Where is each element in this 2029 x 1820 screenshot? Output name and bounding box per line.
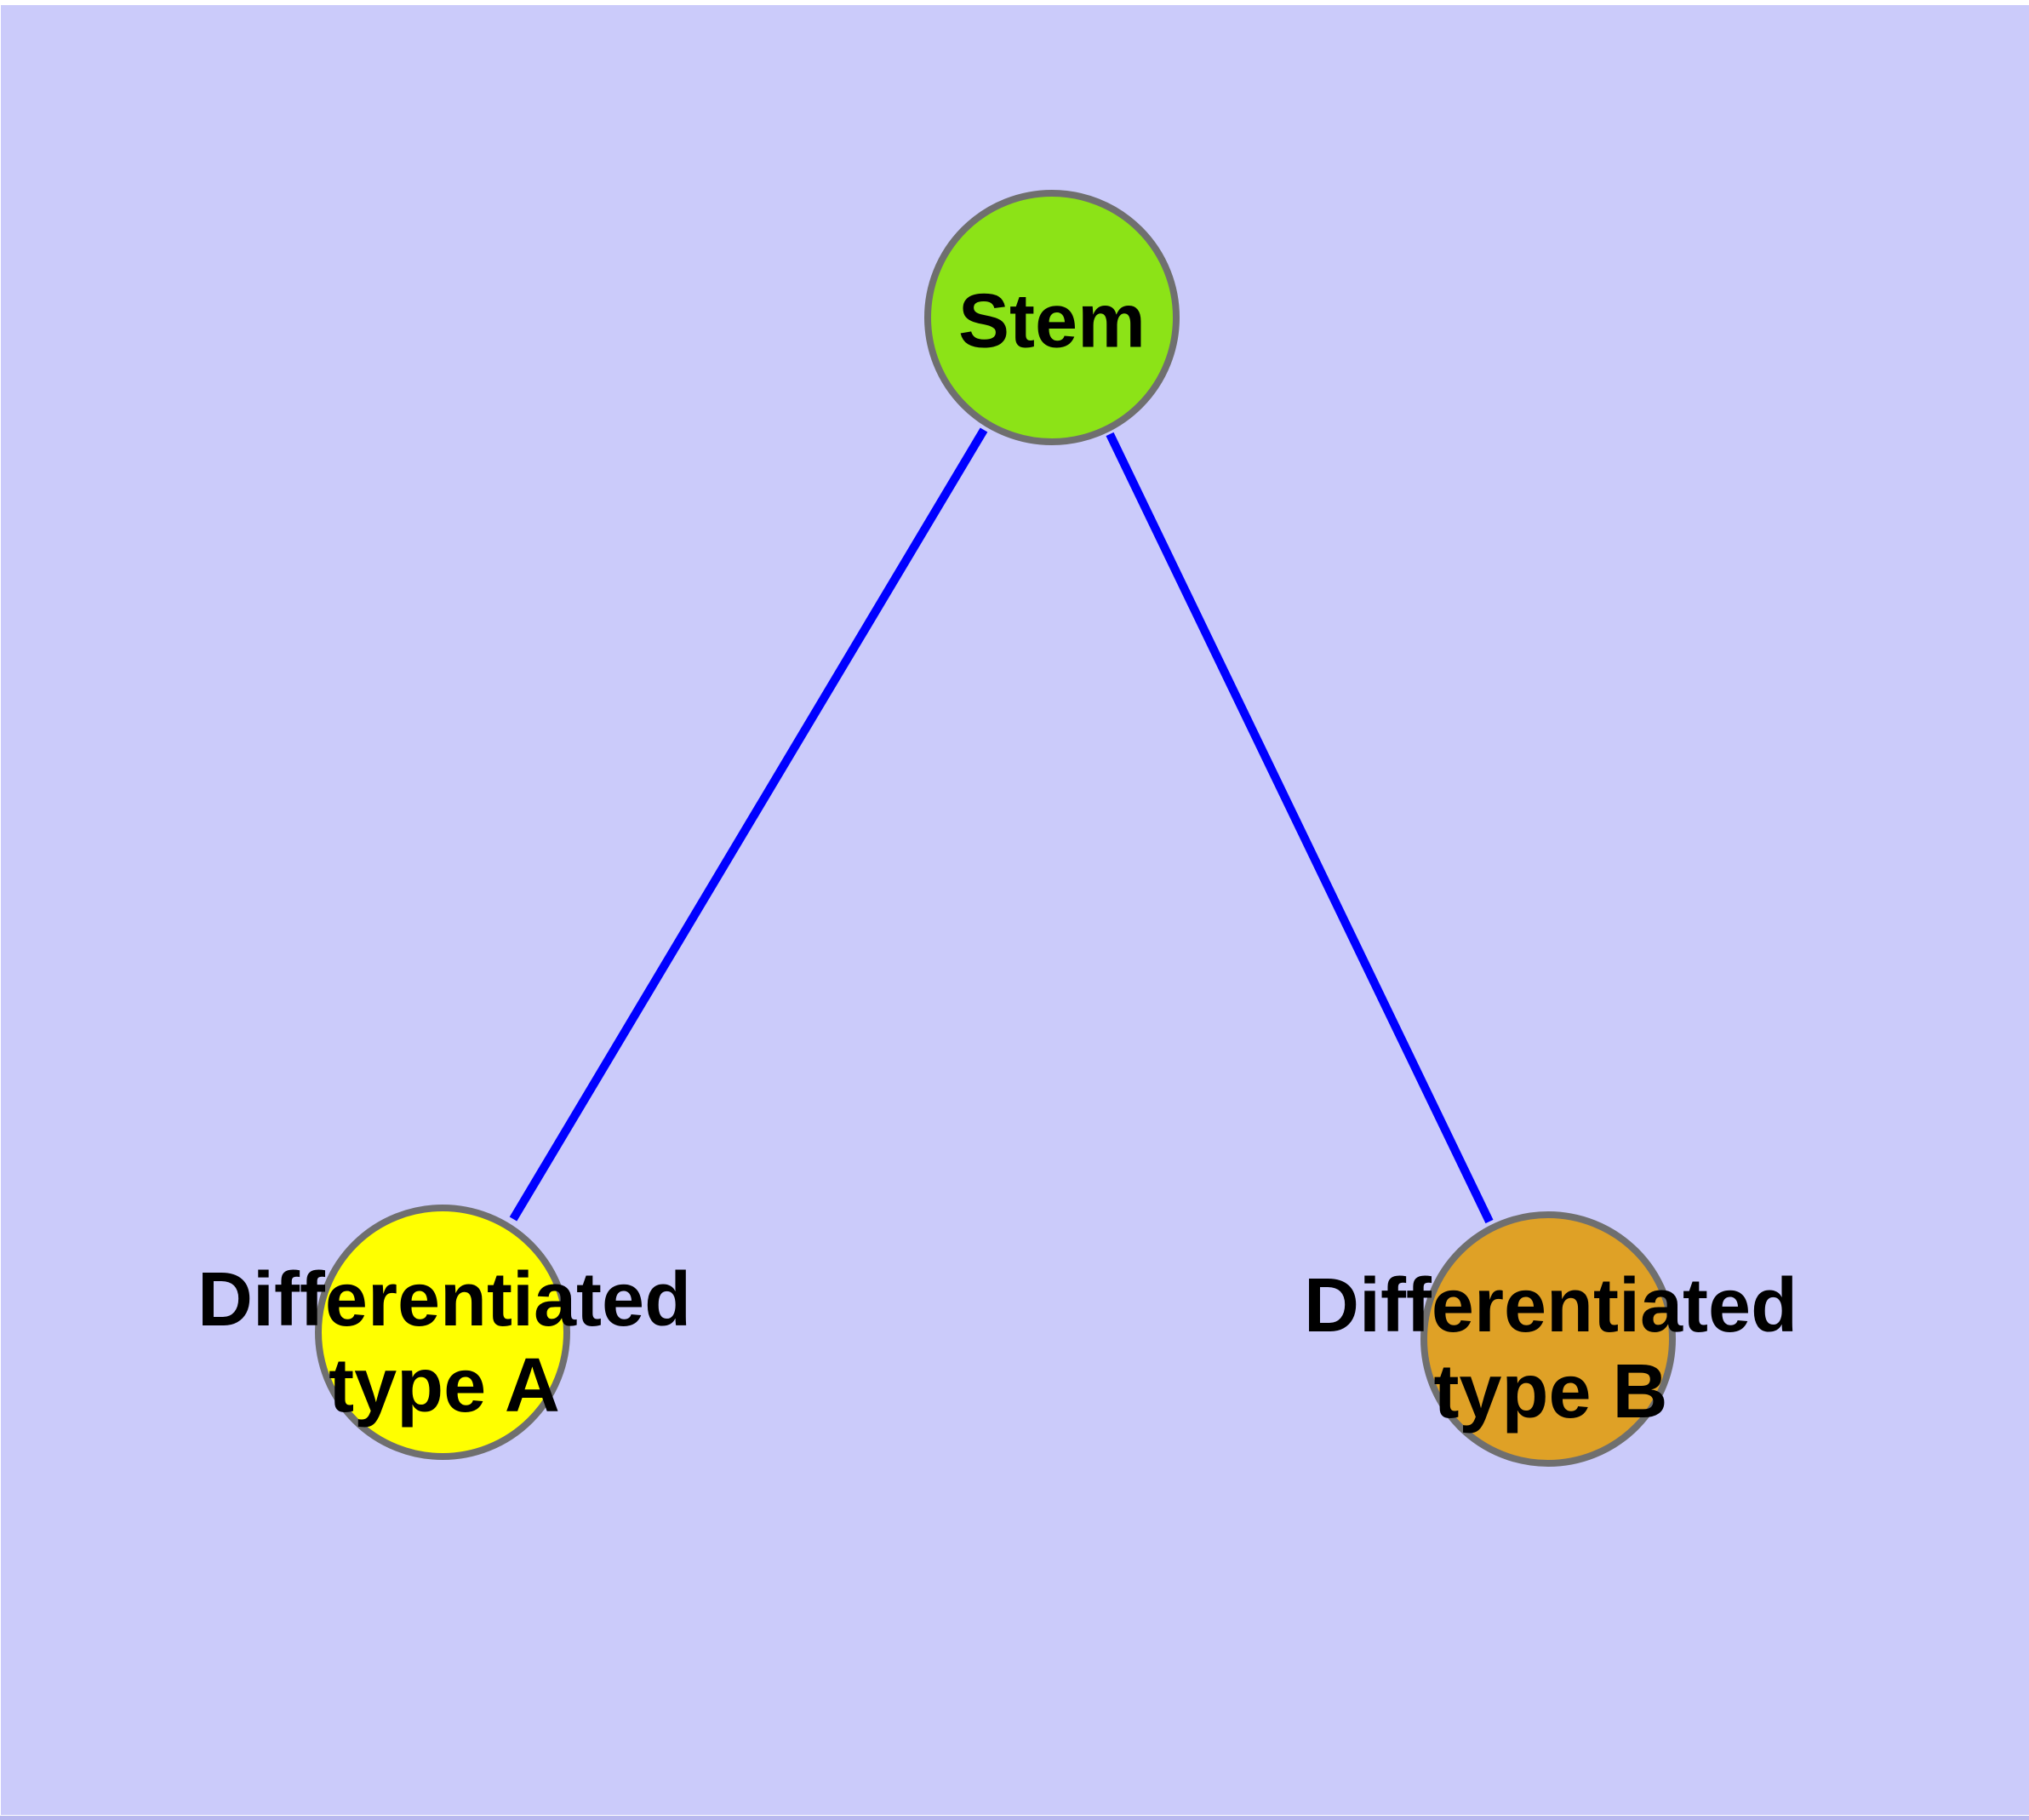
node-stem[interactable] xyxy=(924,190,1180,445)
node-differentiated-type-b[interactable] xyxy=(1420,1211,1676,1467)
node-differentiated-type-a[interactable] xyxy=(315,1205,570,1460)
bottom-edge-strip xyxy=(0,1816,2029,1820)
edge-stem-to-type-a xyxy=(509,427,988,1222)
edge-stem-to-type-b xyxy=(1106,432,1494,1224)
